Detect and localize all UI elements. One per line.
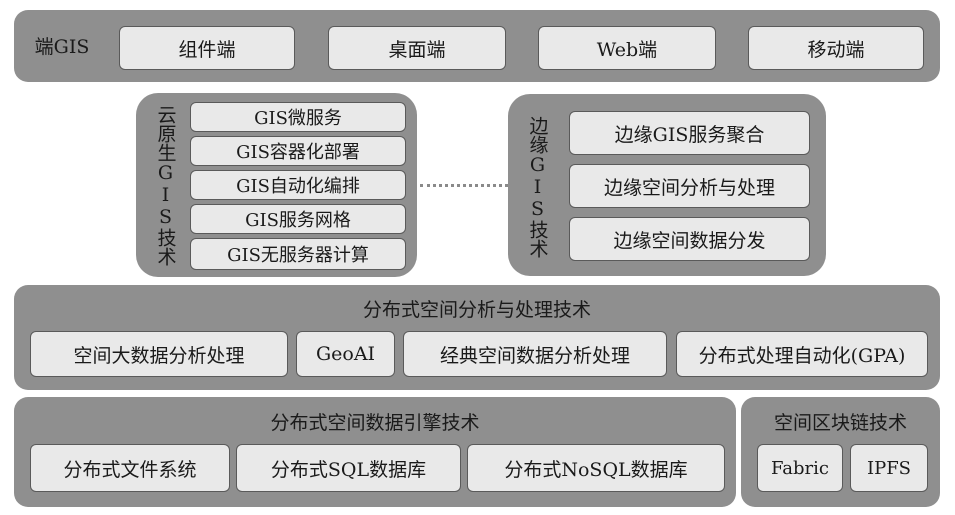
geoai-box: GeoAI [296, 331, 395, 377]
dotted-connector [420, 184, 508, 187]
edge-spatial-data-distribution-box: 边缘空间数据分发 [569, 217, 810, 261]
gis-auto-orchestration-box: GIS自动化编排 [190, 170, 406, 200]
gis-service-mesh-box: GIS服务网格 [190, 204, 406, 234]
gis-microservice-box: GIS微服务 [190, 102, 406, 132]
distributed-file-system-box: 分布式文件系统 [30, 444, 230, 492]
distributed-nosql-box: 分布式NoSQL数据库 [467, 444, 725, 492]
cloud-native-gis-label: 云原生GIS技术 [154, 104, 177, 266]
ipfs-box: IPFS [850, 444, 928, 492]
web-client-box: Web端 [538, 26, 716, 70]
edge-spatial-analysis-box: 边缘空间分析与处理 [569, 164, 810, 208]
spatial-analysis-title: 分布式空间分析与处理技术 [362, 298, 591, 321]
client-gis-label: 端GIS [34, 35, 90, 58]
classic-spatial-analysis-box: 经典空间数据分析处理 [403, 331, 667, 377]
gpa-box: 分布式处理自动化(GPA) [676, 331, 928, 377]
desktop-client-box: 桌面端 [328, 26, 506, 70]
distributed-sql-box: 分布式SQL数据库 [236, 444, 461, 492]
gis-serverless-box: GIS无服务器计算 [190, 238, 406, 270]
gis-container-deploy-box: GIS容器化部署 [190, 136, 406, 166]
component-client-box: 组件端 [119, 26, 295, 70]
edge-gis-service-aggregation-box: 边缘GIS服务聚合 [569, 111, 810, 155]
data-engine-title: 分布式空间数据引擎技术 [270, 411, 480, 434]
mobile-client-box: 移动端 [748, 26, 924, 70]
big-data-analysis-box: 空间大数据分析处理 [30, 331, 288, 377]
fabric-box: Fabric [757, 444, 843, 492]
blockchain-title: 空间区块链技术 [773, 411, 907, 434]
edge-gis-label: 边缘GIS技术 [526, 116, 549, 258]
